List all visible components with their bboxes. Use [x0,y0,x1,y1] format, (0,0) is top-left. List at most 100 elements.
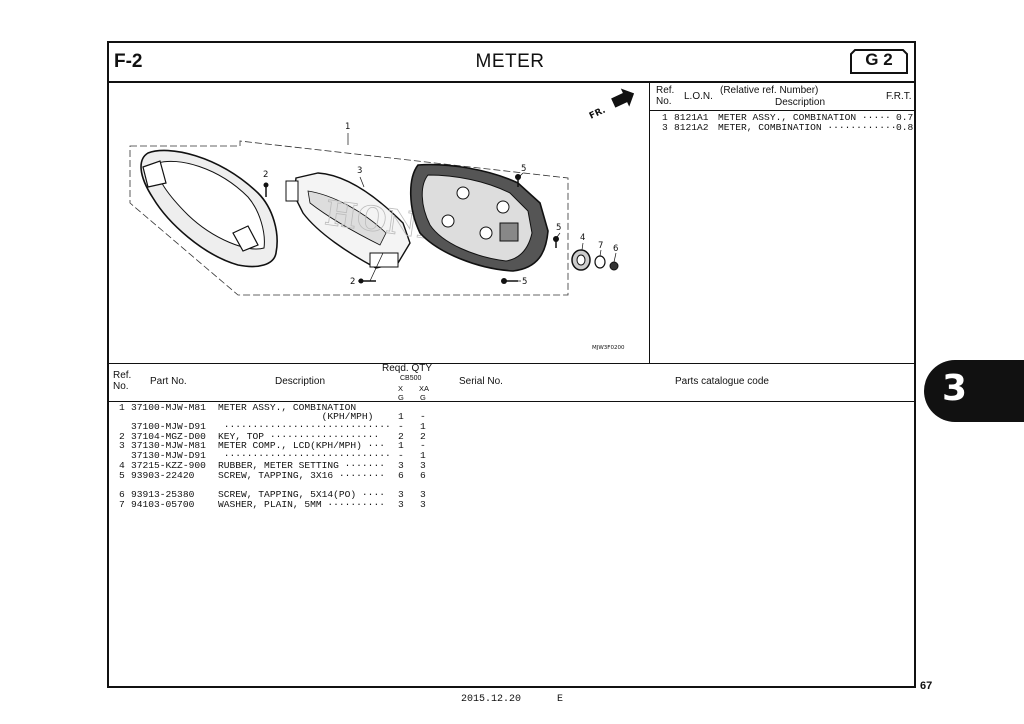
callout: 5 [522,277,527,287]
parts-diagram: HONDA [108,83,648,363]
page-number: 67 [920,680,933,692]
model-header: CB500 [400,375,422,382]
part-row-number: 37100-MJW-M81 [131,402,206,413]
part-row-qty-xa: 3 [420,499,426,510]
part-row-ref: 1 [119,402,125,413]
ref-header-line [649,110,916,111]
part-row-ref: 4 [119,460,125,471]
parts-ref-no-header: Ref. No. [113,370,132,392]
ref-row-description: METER ASSY., COMBINATION ····· [718,112,891,123]
part-row-ref: 3 [119,440,125,451]
part-row-description: KEY, TOP ··················· [218,431,380,442]
part-row-description: RUBBER, METER SETTING ······· [218,460,385,471]
section-code: F-2 [114,51,143,72]
part-row-description: WASHER, PLAIN, 5MM ·········· [218,499,385,510]
callout: 7 [598,241,603,251]
diagram-code: MJW3F0200 [592,345,625,351]
section-tab-number: 3 [942,368,968,409]
part-row-description: ····························· [218,421,391,432]
callout: 2 [350,277,355,287]
col-xa-header: XA [419,384,430,393]
part-row-qty-xa: 1 [420,450,426,461]
lcd-meter [285,172,411,269]
part-row-description: SCREW, TAPPING, 5X14(PO) ···· [218,489,385,500]
part-row-qty-x: - [398,450,404,461]
part-row-qty-xa: 3 [420,489,426,500]
part-row-description: SCREW, TAPPING, 3X16 ········ [218,470,385,481]
parts-table-top-line [107,363,916,364]
footer-date: 2015.12.20 [461,694,522,705]
ref-row-lon: 8121A2 [674,122,709,133]
footer-edition: E [557,694,564,705]
callout: 2 [263,170,268,180]
part-row-qty-x: 3 [398,460,404,471]
front-direction-arrow: FR. [588,88,635,122]
diagram-divider [649,83,650,363]
part-row-number: 93903-22420 [131,470,195,481]
part-row-qty-x: 3 [398,489,404,500]
part-row-qty-x: 6 [398,470,404,481]
part-row-number: 94103-05700 [131,499,195,510]
part-row-description: METER ASSY., COMBINATION [218,402,357,413]
part-row-number: 37130-MJW-D91 [131,450,206,461]
lon-header: L.O.N. [684,91,713,102]
catalogue-code-header: Parts catalogue code [675,376,769,387]
leader-lines [347,133,617,282]
relative-ref-header: (Relative ref. Number) [720,85,819,96]
part-row-qty-x: 1 [398,411,404,422]
callout: 4 [580,233,585,243]
part-row-number: 37104-MGZ-D00 [131,431,206,442]
part-row-qty-xa: - [420,440,426,451]
part-row-qty-xa: 6 [420,470,426,481]
part-row-number: 37215-KZZ-900 [131,460,206,471]
lens-cover [140,149,278,268]
ref-row-number: 3 [662,122,668,133]
description-header: Description [275,376,326,387]
col-g2-header: G [420,393,426,402]
callout-numbers: 1 2 3 5 5 4 7 6 2 5 [263,122,618,287]
part-row-qty-xa: 2 [420,431,426,442]
part-row-ref: 6 [119,489,125,500]
reqd-qty-header: Reqd. QTY [382,363,433,374]
part-row-qty-x: 2 [398,431,404,442]
part-row-qty-x: 1 [398,440,404,451]
part-row-qty-xa: 1 [420,421,426,432]
serial-no-header: Serial No. [459,376,503,387]
rear-case [409,163,549,272]
ref-row-lon: 8121A1 [674,112,709,123]
part-row-description: (KPH/MPH) [218,411,374,422]
page-title: METER [475,51,545,72]
ref-row-frt: 0.7 [896,112,914,123]
part-row-number: 37100-MJW-D91 [131,421,206,432]
ref-row-frt: 0.8 [896,122,914,133]
callout: 3 [357,166,362,176]
callout: 5 [521,164,526,174]
callout: 6 [613,244,618,254]
part-row-qty-x: 3 [398,499,404,510]
group-badge-frame [850,49,908,74]
ref-no-header: Ref. No. [656,85,675,107]
ref-description-header: Description [775,97,826,108]
group-label: G 2 [865,50,893,69]
part-row-ref: 5 [119,470,125,481]
page-frame [107,41,916,688]
part-row-number: 37130-MJW-M81 [131,440,206,451]
col-x-header: X [398,384,404,393]
part-row-qty-xa: 3 [420,460,426,471]
part-row-qty-x: - [398,421,404,432]
part-row-number: 93913-25380 [131,489,195,500]
header-divider [107,81,916,83]
ref-row-description: METER, COMBINATION ············ [718,122,897,133]
part-row-ref: 2 [119,431,125,442]
part-row-qty-xa: - [420,411,426,422]
part-row-description: METER COMP., LCD(KPH/MPH) ··· [218,440,385,451]
ref-row-number: 1 [662,112,668,123]
part-no-header: Part No. [150,376,187,387]
group-badge: G 2 [850,49,908,74]
part-row-ref: 7 [119,499,125,510]
frt-header: F.R.T. [886,91,912,102]
front-label: FR. [588,106,607,122]
parts-table-header-line [107,401,916,402]
part-row-description: ····························· [218,450,391,461]
small-parts [263,174,619,284]
